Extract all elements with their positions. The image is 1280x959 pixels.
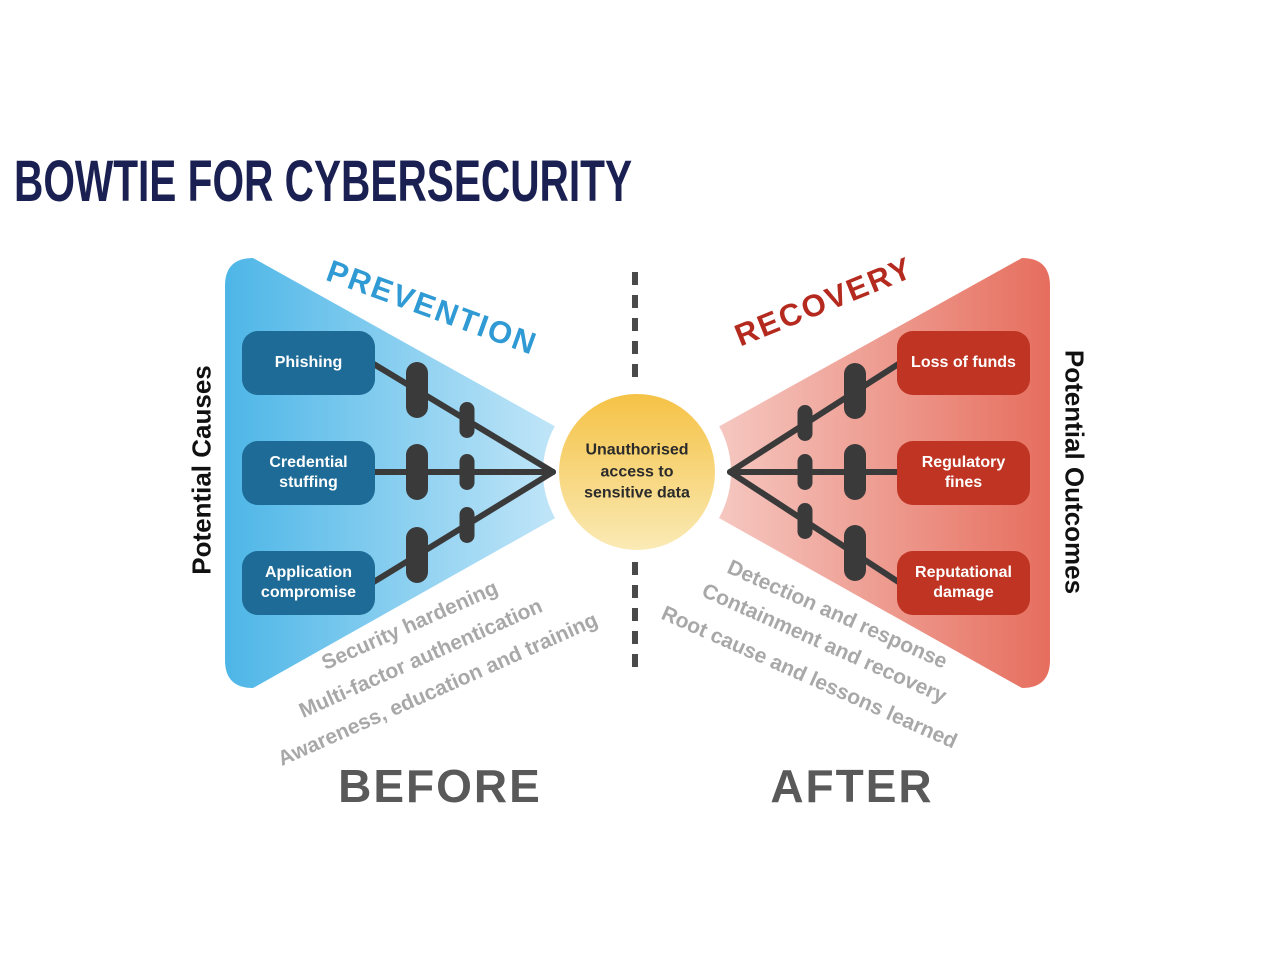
top-event-text: Unauthorised access to sensitive data [557,440,717,505]
outcome-box-regulatory-fines: Regulatory fines [897,441,1030,505]
cause-box-application-compromise: Application compromise [242,551,375,615]
event-circle [559,394,715,550]
after-label: AFTER [770,760,934,812]
page-title: BOWTIE FOR CYBERSECURITY [14,149,633,214]
outcome-box-reputational-damage: Reputational damage [897,551,1030,615]
potential-causes-label: Potential Causes [186,365,217,575]
recovery-barrier-marks [797,363,866,581]
top-event-line: Unauthorised [585,441,689,459]
top-event-line: access to [600,463,674,481]
before-label: BEFORE [338,760,542,812]
cause-box-phishing: Phishing [242,331,375,395]
prevention-barrier-marks [406,362,475,583]
outcome-box-loss-of-funds: Loss of funds [897,331,1030,395]
potential-outcomes-label: Potential Outcomes [1059,349,1090,595]
outcome-connector-lines [727,360,903,586]
cause-box-credential-stuffing: Credential stuffing [242,441,375,505]
top-event-line: sensitive data [584,484,690,502]
